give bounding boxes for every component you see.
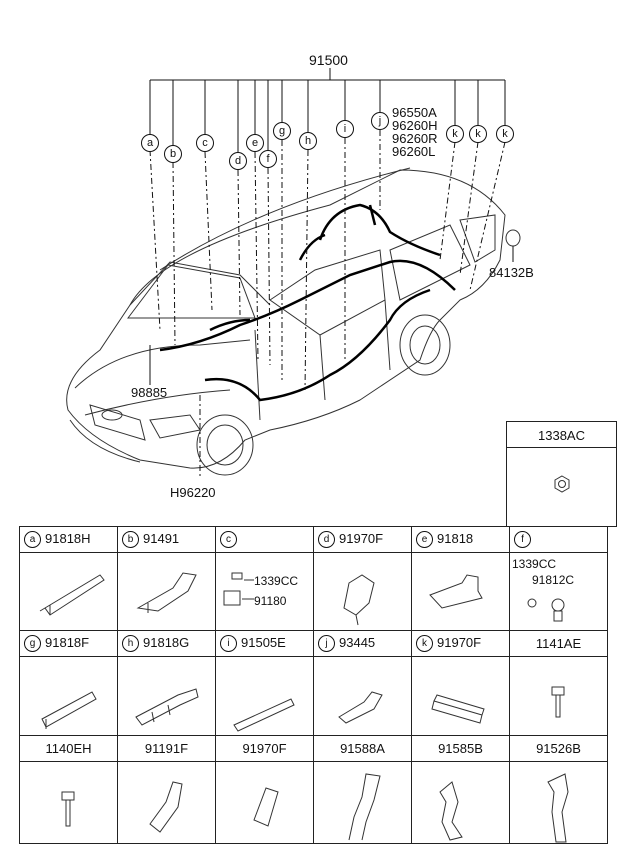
part-number-91812c: 91812C [532,573,575,587]
bracket-image-91585b [411,761,510,844]
part-number-96260l: 96260L [392,144,436,159]
header-1140eh: 1140EH [19,735,118,762]
header-91970f: 91970F [215,735,314,762]
divider [507,447,616,448]
nut-icon [554,475,570,493]
part-number-h96220: H96220 [170,485,216,500]
table-image-row-2 [19,656,608,736]
part-image-c: 1339CC 91180 [215,552,314,631]
callout-k-2: k [469,125,487,143]
callout-a: a [141,134,159,152]
bracket-image-91526b [509,761,608,844]
bolt-image-1141ae [509,656,608,736]
header-91588a: 91588A [313,735,412,762]
bolt-image-1140eh [19,761,118,844]
callout-k-1: k [446,125,464,143]
header-f: f [509,526,608,553]
callout-j: j [371,112,389,130]
part-number-98885: 98885 [131,385,168,400]
bracket-image-e [411,552,510,631]
bracket-image-a [19,552,118,631]
bracket-image-d [313,552,412,631]
part-number-96260r: 96260R [392,131,438,146]
bracket-image-g [19,656,118,736]
callout-h: h [299,132,317,150]
callout-b: b [164,145,182,163]
part-number-1339cc: 1339CC [254,574,299,588]
header-91191f: 91191F [117,735,216,762]
bracket-image-b [117,552,216,631]
part-box-1338ac: 1338AC [506,421,617,527]
table-image-row: 1339CC 91180 1339CC 91812C [19,552,608,631]
part-number-stack: 96550A 96260H 96260R 96260L [392,106,438,158]
callout-g: g [273,122,291,140]
bracket-image-k [411,656,510,736]
header-1141ae: 1141AE [509,630,608,657]
callout-e: e [246,134,264,152]
vehicle-wiring-illustration [66,68,521,478]
part-image-f: 1339CC 91812C [509,552,608,631]
callout-i: i [336,120,354,138]
part-number-1338ac: 1338AC [538,428,585,443]
bracket-image-91588a [313,761,412,844]
callout-k-3: k [496,125,514,143]
part-number-96260h: 96260H [392,118,438,133]
bracket-image-h [117,656,216,736]
part-number-96550a: 96550A [392,105,437,120]
table-image-row-3 [19,761,608,844]
bracket-image-i [215,656,314,736]
table-header-row-3: 1140EH 91191F 91970F 91588A 91585B 91526… [19,735,608,762]
callout-d: d [229,152,247,170]
bracket-image-91970f [215,761,314,844]
callout-c: c [196,134,214,152]
bracket-image-j [313,656,412,736]
harness-part-number: 91500 [309,52,348,68]
header-91585b: 91585B [411,735,510,762]
part-number-1339cc-f: 1339CC [512,557,557,571]
callout-f: f [259,150,277,168]
bracket-image-91191f [117,761,216,844]
part-number-91180: 91180 [254,594,287,608]
part-number-84132b: 84132B [489,265,534,280]
header-91526b: 91526B [509,735,608,762]
header-c: c [215,526,314,553]
